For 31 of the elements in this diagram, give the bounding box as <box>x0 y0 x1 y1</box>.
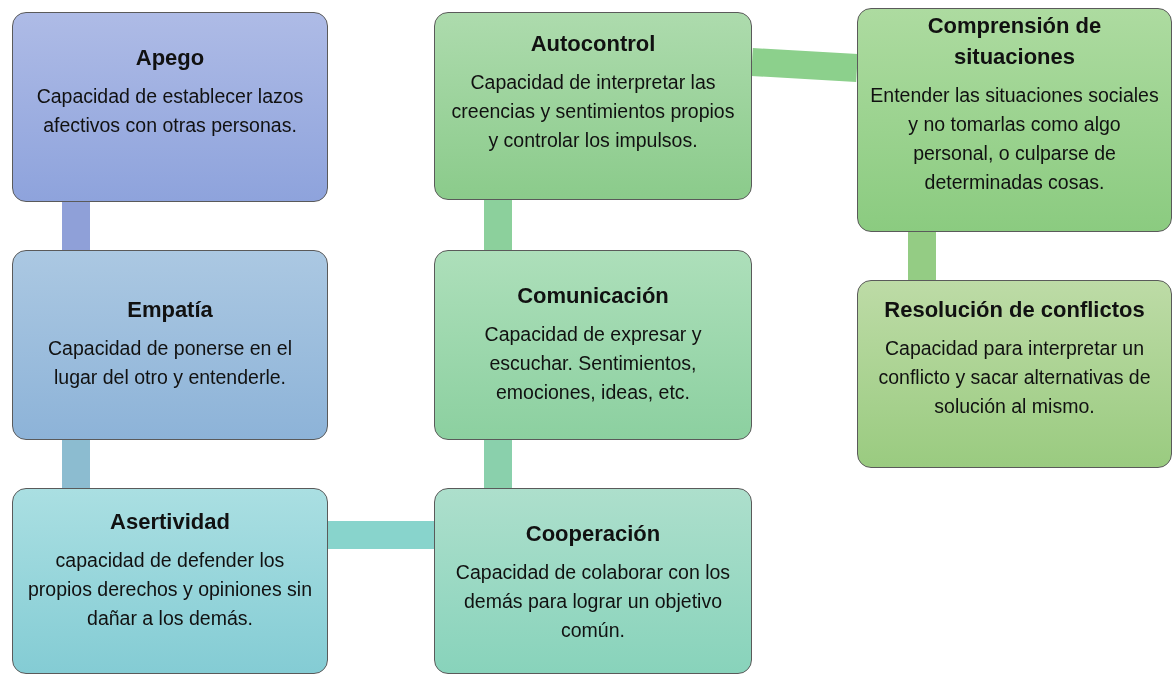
connector-bar <box>751 48 858 82</box>
box-description: Capacidad de establecer lazos afectivos con otras personas. <box>35 83 305 139</box>
box-description: Capacidad de colaborar con los demás para lograr un objetivo común. <box>454 559 732 644</box>
box-description: Capacidad de interpretar las creencias y sentimientos propios y controlar los impulsos. <box>450 69 736 154</box>
connector-bar <box>908 232 936 280</box>
box-heading: Comprensión de situaciones <box>926 12 1103 71</box>
process-box <box>857 280 1172 468</box>
box-description: Capacidad de expresar y escuchar. Sentimientos, emociones, ideas, etc. <box>483 321 703 406</box>
box-description: Capacidad para interpretar un conflicto y sacar alternativas de solución al mismo. <box>877 335 1152 420</box>
process-box <box>12 488 328 674</box>
box-description: Entender las situaciones sociales y no tomarlas como algo personal, o culparse de determinadas cosas. <box>870 82 1159 196</box>
process-box <box>434 250 752 440</box>
process-box <box>434 488 752 674</box>
box-heading: Empatía <box>127 296 213 324</box>
process-box <box>434 12 752 200</box>
box-description: Capacidad de ponerse en el lugar del otro y entenderle. <box>47 335 293 391</box>
process-box <box>12 12 328 202</box>
box-heading: Apego <box>135 44 205 72</box>
process-box <box>12 250 328 440</box>
box-heading: Resolución de conflictos <box>884 296 1145 324</box>
box-description: capacidad de defender los propios derechos y opiniones sin dañar a los demás. <box>27 547 313 632</box>
box-heading: Autocontrol <box>530 30 656 58</box>
connector-bar <box>328 521 434 549</box>
box-heading: Comunicación <box>517 282 669 310</box>
connector-bar <box>62 202 90 250</box>
connector-bar <box>484 440 512 488</box>
box-heading: Asertividad <box>110 508 230 536</box>
connector-bar <box>62 440 90 488</box>
box-heading: Cooperación <box>525 520 661 548</box>
process-box <box>857 8 1172 232</box>
connector-bar <box>484 200 512 250</box>
